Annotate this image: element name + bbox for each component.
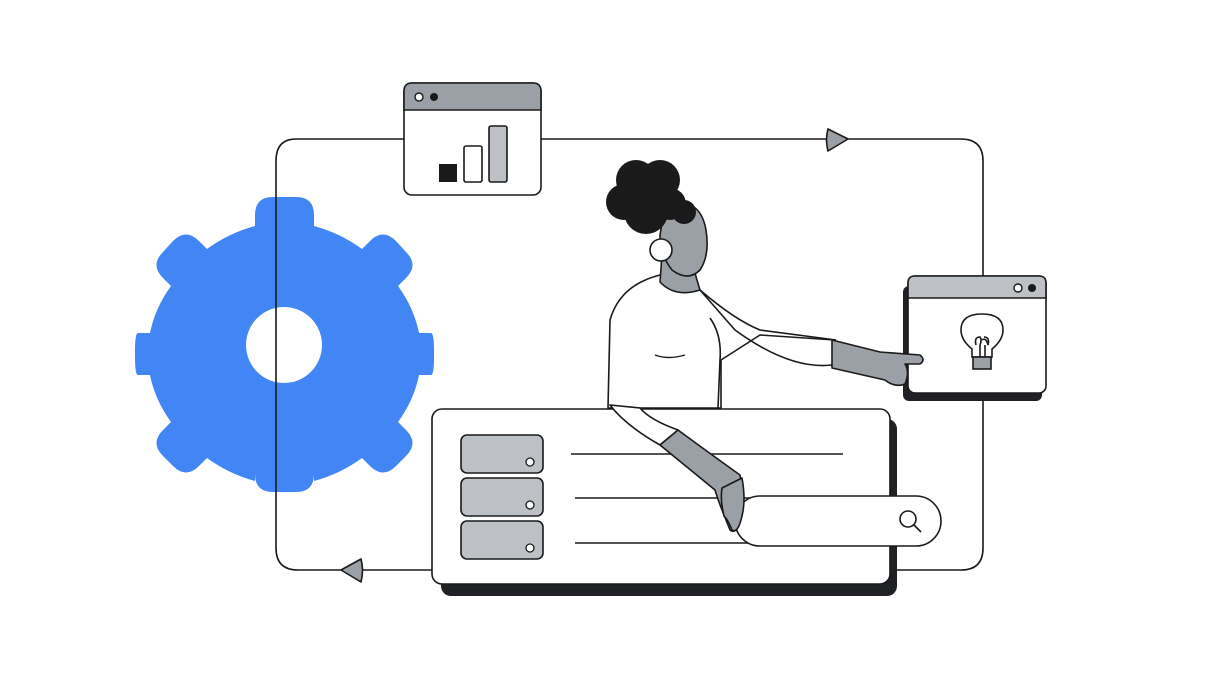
window-dot-icon	[430, 93, 438, 101]
search-icon[interactable]	[899, 510, 922, 533]
idea-window	[903, 275, 1047, 401]
window-dot-icon	[414, 92, 424, 102]
arrow-left-icon	[340, 558, 364, 583]
chart-window	[403, 82, 542, 196]
search-bar[interactable]	[734, 495, 942, 547]
lightbulb-icon	[960, 313, 1004, 370]
person-pointing-arm	[831, 339, 924, 387]
window-dot-icon	[1028, 284, 1036, 292]
person-hand	[720, 477, 745, 532]
bar-chart-icon	[439, 125, 508, 183]
gear-icon	[135, 197, 434, 492]
person-figure	[606, 160, 924, 409]
window-dot-icon	[1013, 283, 1023, 293]
earring	[649, 238, 673, 262]
person-torso	[607, 274, 836, 409]
workflow-loop	[275, 138, 984, 571]
person-hair	[606, 160, 696, 234]
arrow-right-icon	[825, 128, 849, 152]
server-stack-icon	[460, 434, 544, 560]
